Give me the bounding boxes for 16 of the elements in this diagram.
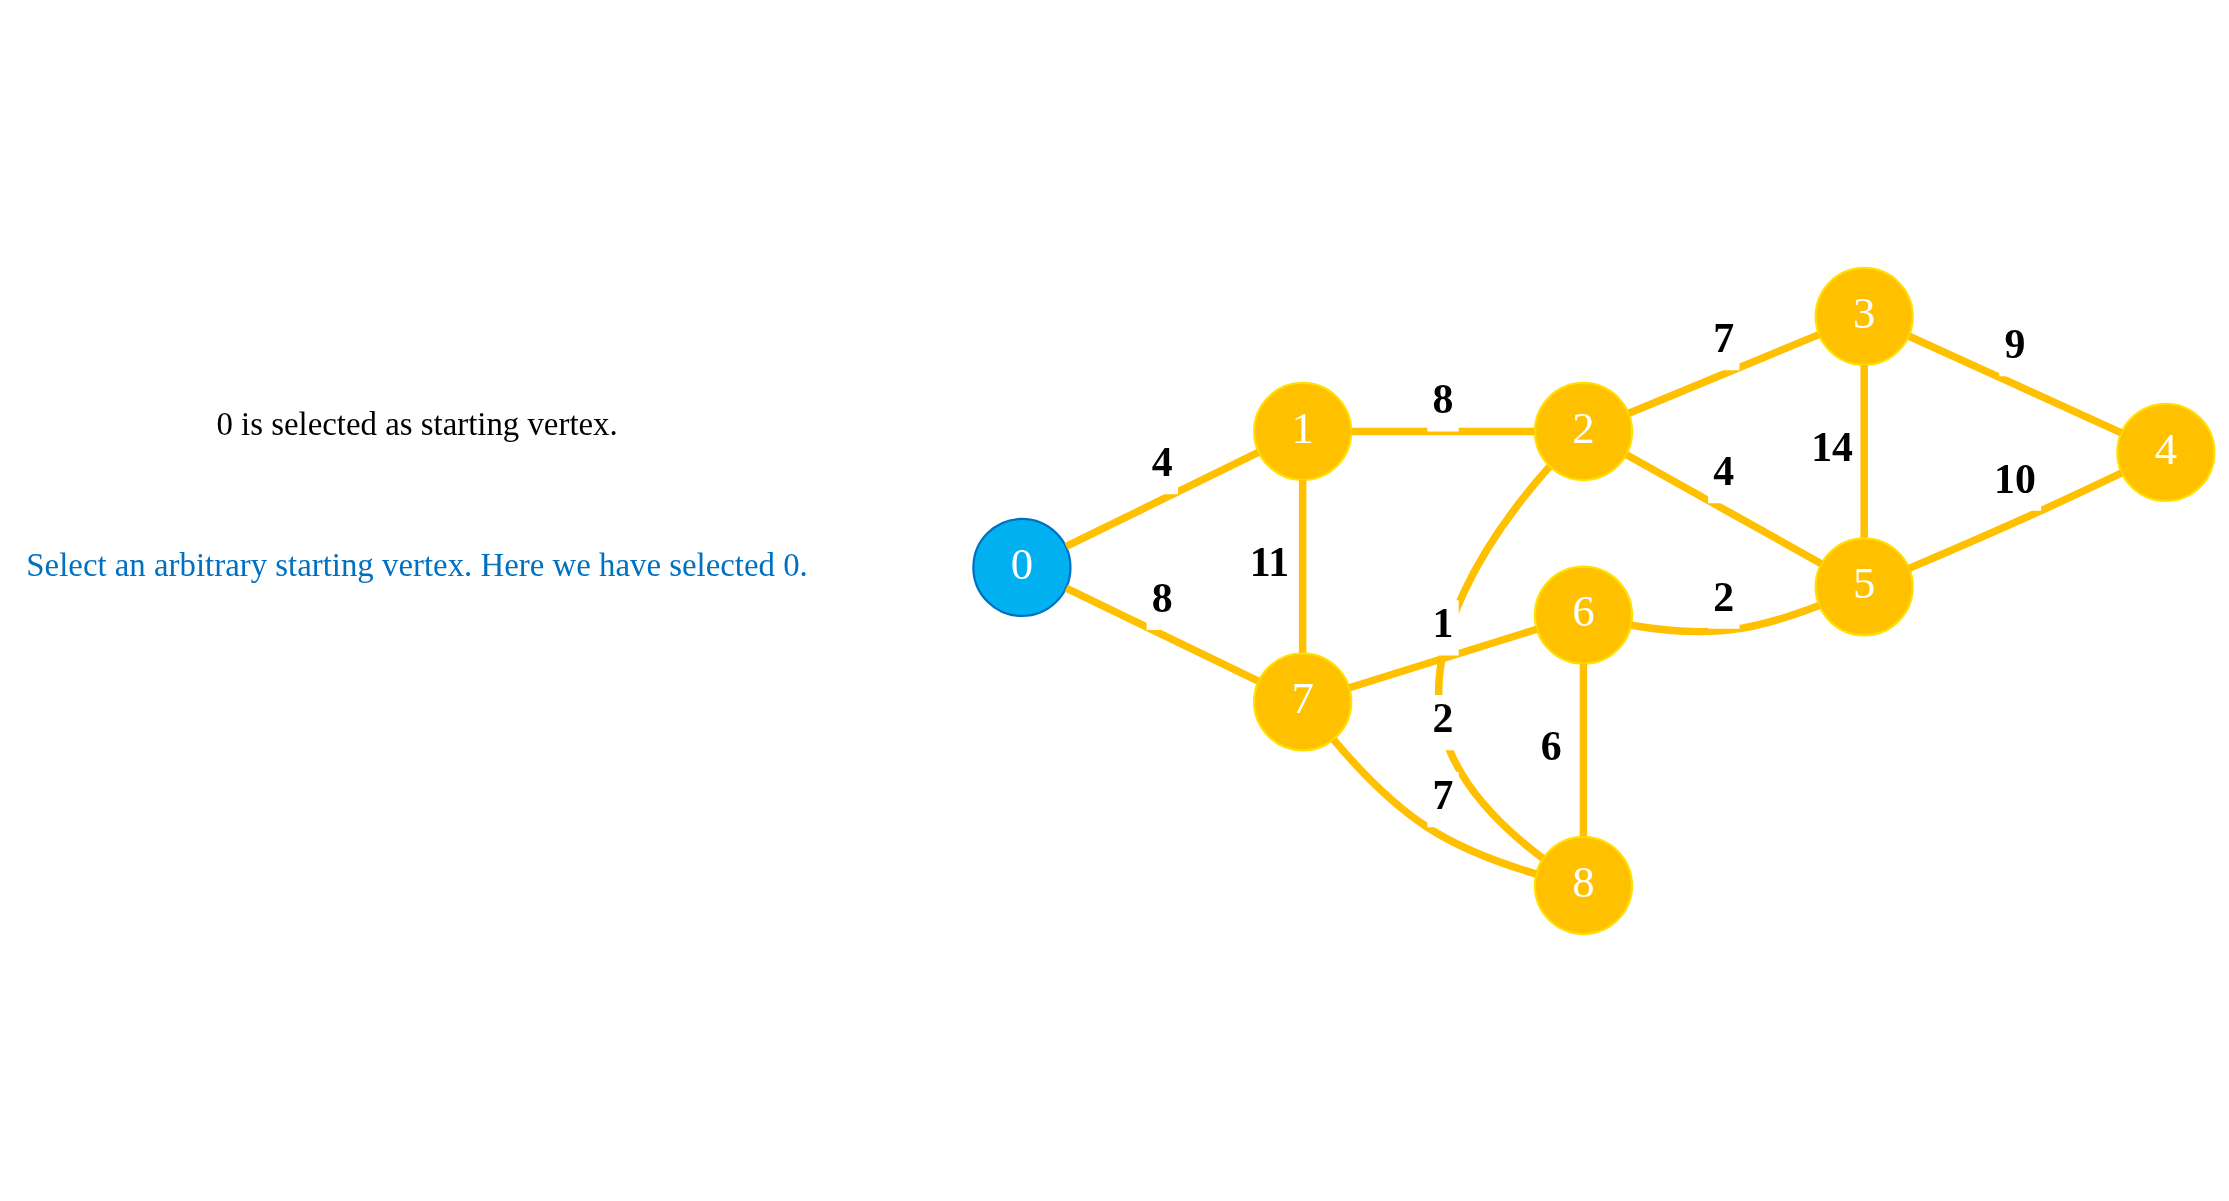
edge-label: 4 xyxy=(1713,447,1735,494)
edge-label: 4 xyxy=(1151,438,1173,485)
edge-label: 8 xyxy=(1432,375,1454,422)
edge-label: 9 xyxy=(2004,320,2026,367)
edge-label: 11 xyxy=(1249,538,1290,585)
label: 0 is selected as starting vertex. xyxy=(216,405,618,442)
edge-label: 2 xyxy=(1713,573,1735,620)
edge-label: 8 xyxy=(1151,574,1173,621)
edge-label: 2 xyxy=(1432,694,1454,741)
edge-label: 7 xyxy=(1432,771,1454,818)
edge-label: 14 xyxy=(1811,423,1853,470)
edge-label: 1 xyxy=(1432,599,1454,646)
edge-label: 7 xyxy=(1713,314,1735,361)
edge-label: 10 xyxy=(1994,455,2036,502)
edge-label: 6 xyxy=(1540,722,1562,769)
label: Select an arbitrary starting vertex. Here we have selected 0. xyxy=(26,546,808,583)
